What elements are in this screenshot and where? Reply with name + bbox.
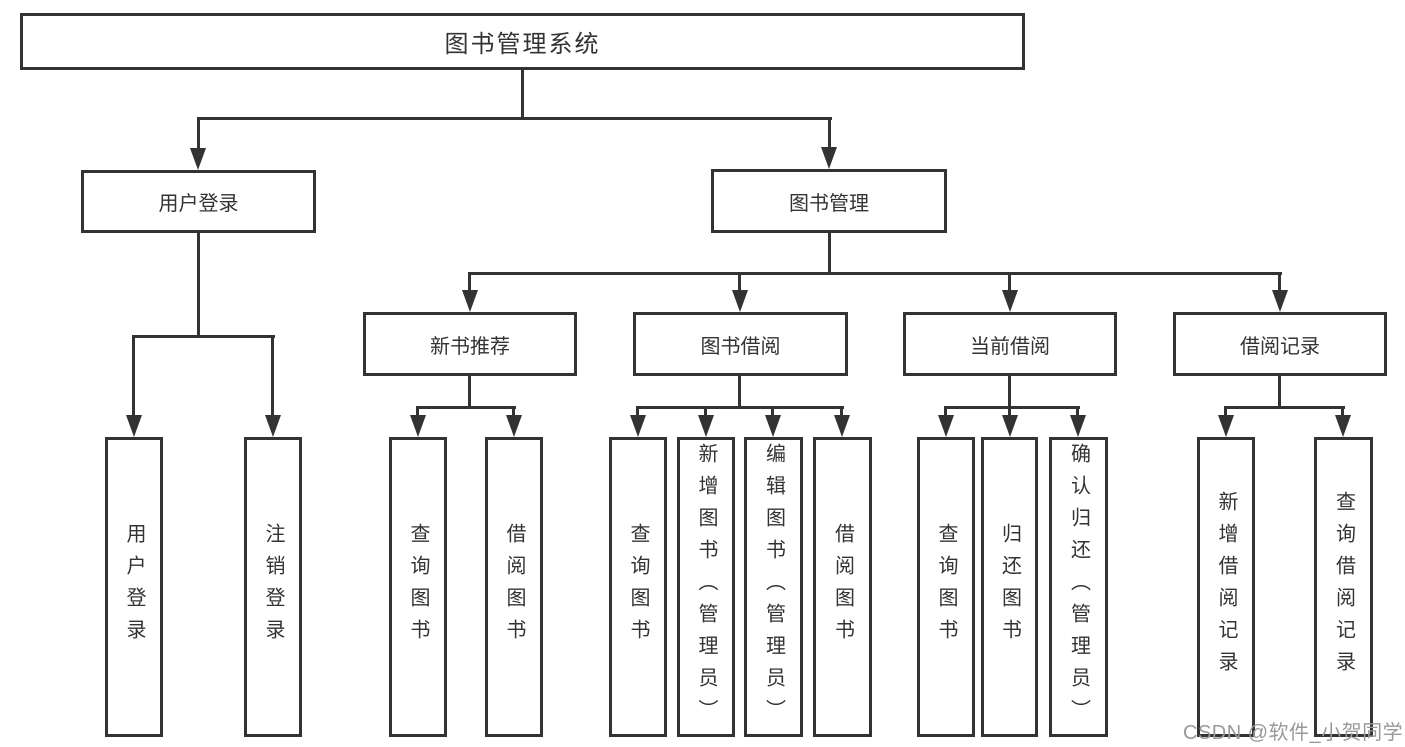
node-new-book-recommend: 新书推荐 — [363, 312, 577, 376]
connector-line — [840, 406, 843, 420]
arrowhead-down-icon — [821, 147, 837, 169]
node-book-borrow-label: 图书借阅 — [700, 335, 781, 358]
arrowhead-down-icon — [698, 415, 714, 437]
leaf-confirm-return-admin: 确认归还（管理员） — [1049, 437, 1108, 737]
arrowhead-down-icon — [1002, 415, 1018, 437]
arrowhead-down-icon — [732, 290, 748, 312]
leaf-label: 归还图书 — [998, 523, 1021, 651]
arrowhead-down-icon — [1335, 415, 1351, 437]
node-current-borrow: 当前借阅 — [903, 312, 1117, 376]
leaf-label: 新增图书（管理员） — [695, 443, 717, 731]
connector-line — [828, 231, 831, 275]
arrowhead-down-icon — [190, 148, 206, 170]
arrowhead-down-icon — [462, 290, 478, 312]
node-root: 图书管理系统 — [20, 13, 1025, 70]
leaf-label: 查询借阅记录 — [1332, 491, 1355, 683]
leaf-query-books-3: 查询图书 — [917, 437, 975, 737]
leaf-edit-books-admin: 编辑图书（管理员） — [744, 437, 803, 737]
arrowhead-down-icon — [410, 415, 426, 437]
arrowhead-down-icon — [938, 415, 954, 437]
leaf-label: 查询图书 — [407, 523, 429, 651]
leaf-query-borrow-record: 查询借阅记录 — [1314, 437, 1373, 737]
connector-line — [416, 406, 419, 420]
leaf-label: 注销登录 — [262, 523, 284, 651]
leaf-label: 用户登录 — [123, 523, 145, 651]
arrowhead-down-icon — [630, 415, 646, 437]
leaf-label: 新增借阅记录 — [1215, 491, 1237, 683]
arrowhead-down-icon — [1272, 290, 1288, 312]
node-current-borrow-label: 当前借阅 — [970, 335, 1050, 358]
connector-line — [1076, 406, 1079, 420]
connector-line — [1008, 406, 1011, 420]
leaf-label: 编辑图书（管理员） — [762, 443, 785, 731]
leaf-return-books: 归还图书 — [981, 437, 1038, 737]
connector-line — [636, 406, 844, 409]
arrowhead-down-icon — [126, 415, 142, 437]
connector-line — [738, 272, 741, 294]
connector-line — [132, 335, 275, 338]
node-new-book-recommend-label: 新书推荐 — [430, 335, 510, 358]
arrowhead-down-icon — [1070, 415, 1086, 437]
connector-line — [1008, 374, 1011, 409]
leaf-label: 查询图书 — [627, 523, 649, 651]
connector-line — [521, 68, 524, 120]
arrowhead-down-icon — [834, 415, 850, 437]
leaf-add-borrow-record: 新增借阅记录 — [1197, 437, 1255, 737]
connector-line — [1008, 272, 1011, 294]
arrowhead-down-icon — [765, 415, 781, 437]
connector-line — [468, 272, 471, 294]
node-book-management-label: 图书管理 — [789, 192, 869, 215]
connector-line — [1278, 272, 1281, 294]
leaf-label: 查询图书 — [935, 523, 957, 651]
node-borrow-records-label: 借阅记录 — [1240, 335, 1320, 358]
node-user-login: 用户登录 — [81, 170, 316, 233]
arrowhead-down-icon — [1218, 415, 1234, 437]
leaf-label: 借阅图书 — [503, 523, 525, 651]
connector-line — [197, 117, 832, 120]
connector-line — [271, 335, 274, 419]
arrowhead-down-icon — [506, 415, 522, 437]
leaf-borrow-books-1: 借阅图书 — [485, 437, 543, 737]
connector-line — [468, 272, 1282, 275]
connector-line — [197, 117, 200, 151]
leaf-add-books-admin: 新增图书（管理员） — [677, 437, 735, 737]
connector-line — [738, 374, 741, 409]
arrowhead-down-icon — [1002, 290, 1018, 312]
connector-line — [944, 406, 947, 420]
connector-line — [1224, 406, 1227, 420]
connector-line — [132, 335, 135, 419]
node-book-management: 图书管理 — [711, 169, 947, 233]
node-book-borrow: 图书借阅 — [633, 312, 848, 376]
leaf-borrow-books-2: 借阅图书 — [813, 437, 872, 737]
connector-line — [468, 374, 471, 409]
leaf-user-login: 用户登录 — [105, 437, 163, 737]
leaf-query-books-1: 查询图书 — [389, 437, 447, 737]
connector-line — [771, 406, 774, 420]
connector-line — [636, 406, 639, 420]
connector-line — [828, 117, 831, 150]
connector-line — [416, 406, 516, 409]
leaf-label: 确认归还（管理员） — [1067, 443, 1090, 731]
connector-line — [197, 231, 200, 337]
watermark: CSDN @软件_小贺同学 — [1183, 722, 1404, 744]
connector-line — [1224, 406, 1345, 409]
connector-line — [512, 406, 515, 420]
node-root-label: 图书管理系统 — [444, 31, 601, 58]
connector-line — [704, 406, 707, 420]
leaf-query-books-2: 查询图书 — [609, 437, 667, 737]
node-user-login-label: 用户登录 — [158, 193, 239, 215]
connector-line — [1341, 406, 1344, 420]
leaf-logout: 注销登录 — [244, 437, 302, 737]
connector-line — [1278, 374, 1281, 409]
connector-line — [944, 406, 1080, 409]
node-borrow-records: 借阅记录 — [1173, 312, 1387, 376]
arrowhead-down-icon — [265, 415, 281, 437]
leaf-label: 借阅图书 — [831, 523, 854, 651]
